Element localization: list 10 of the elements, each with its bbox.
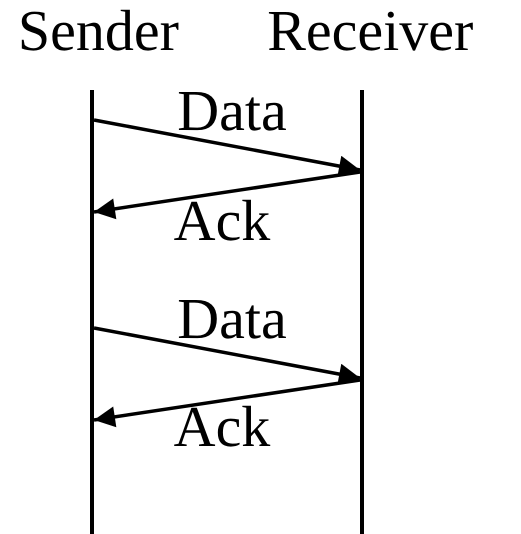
message-arrow — [94, 326, 360, 384]
message-arrow — [94, 118, 360, 176]
edge-label: Ack — [174, 192, 270, 250]
edge-label: Data — [177, 290, 287, 348]
message-arrow — [94, 378, 360, 428]
lifeline-label: Receiver — [267, 2, 474, 60]
edge-label: Ack — [174, 398, 270, 456]
message-arrow — [94, 170, 360, 220]
edge-label: Data — [177, 82, 287, 140]
lifeline-label: Sender — [18, 2, 179, 60]
